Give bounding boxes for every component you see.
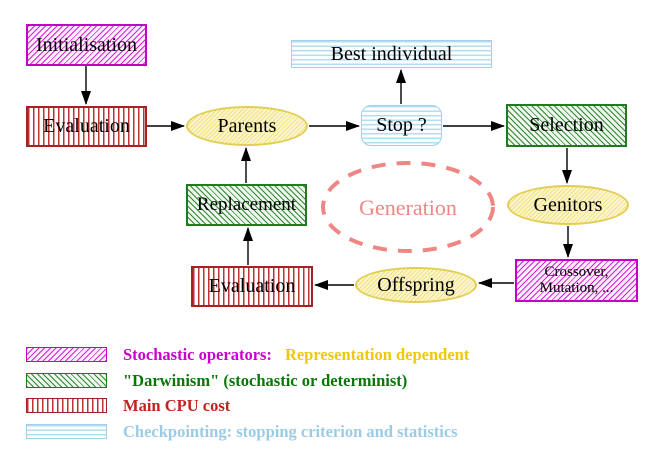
legend-row-cpu-cost: Main CPU cost [123, 396, 231, 415]
legend-swatch-cpu-cost [26, 398, 107, 413]
node-stop: Stop ? [361, 105, 442, 146]
node-evaluation-bottom-label: Evaluation [208, 275, 296, 297]
node-parents: Parents [186, 106, 308, 146]
node-selection-label: Selection [529, 114, 604, 136]
node-replacement: Replacement [186, 184, 307, 226]
legend-representation-label: Representation dependent [284, 345, 470, 364]
node-replacement-label: Replacement [196, 194, 297, 216]
legend-row-stochastic: Stochastic operators: Representation depe… [123, 344, 469, 365]
node-evaluation-bottom: Evaluation [191, 266, 313, 307]
node-offspring: Offspring [355, 267, 477, 303]
generation-label: Generation [359, 195, 457, 220]
legend-swatch-darwinism [26, 373, 107, 388]
node-parents-label: Parents [217, 114, 277, 137]
node-crossover-mutation: Crossover, Mutation, ... [515, 259, 638, 302]
node-evaluation-top: Evaluation [26, 106, 147, 147]
node-best-individual: Best individual [291, 40, 492, 68]
node-best-individual-label: Best individual [330, 42, 453, 65]
node-initialisation-label: Initialisation [35, 33, 138, 56]
node-genitors: Genitors [507, 185, 629, 225]
node-selection: Selection [506, 104, 627, 147]
legend-swatch-stochastic [26, 347, 107, 362]
node-offspring-label: Offspring [377, 273, 455, 296]
node-initialisation: Initialisation [26, 24, 147, 66]
legend-swatch-checkpointing [26, 424, 107, 439]
node-crossover-label-line2: Mutation, ... [539, 279, 614, 296]
node-stop-label: Stop ? [376, 114, 427, 136]
node-genitors-label: Genitors [533, 193, 603, 216]
node-evaluation-top-label: Evaluation [43, 115, 130, 137]
legend-row-darwinism: "Darwinism" (stochastic or determinist) [123, 371, 408, 390]
legend-row-checkpointing: Checkpointing: stopping criterion and st… [123, 422, 458, 441]
node-crossover-label-line1: Crossover, [544, 263, 609, 280]
legend-stochastic-label: Stochastic operators: [123, 345, 272, 364]
